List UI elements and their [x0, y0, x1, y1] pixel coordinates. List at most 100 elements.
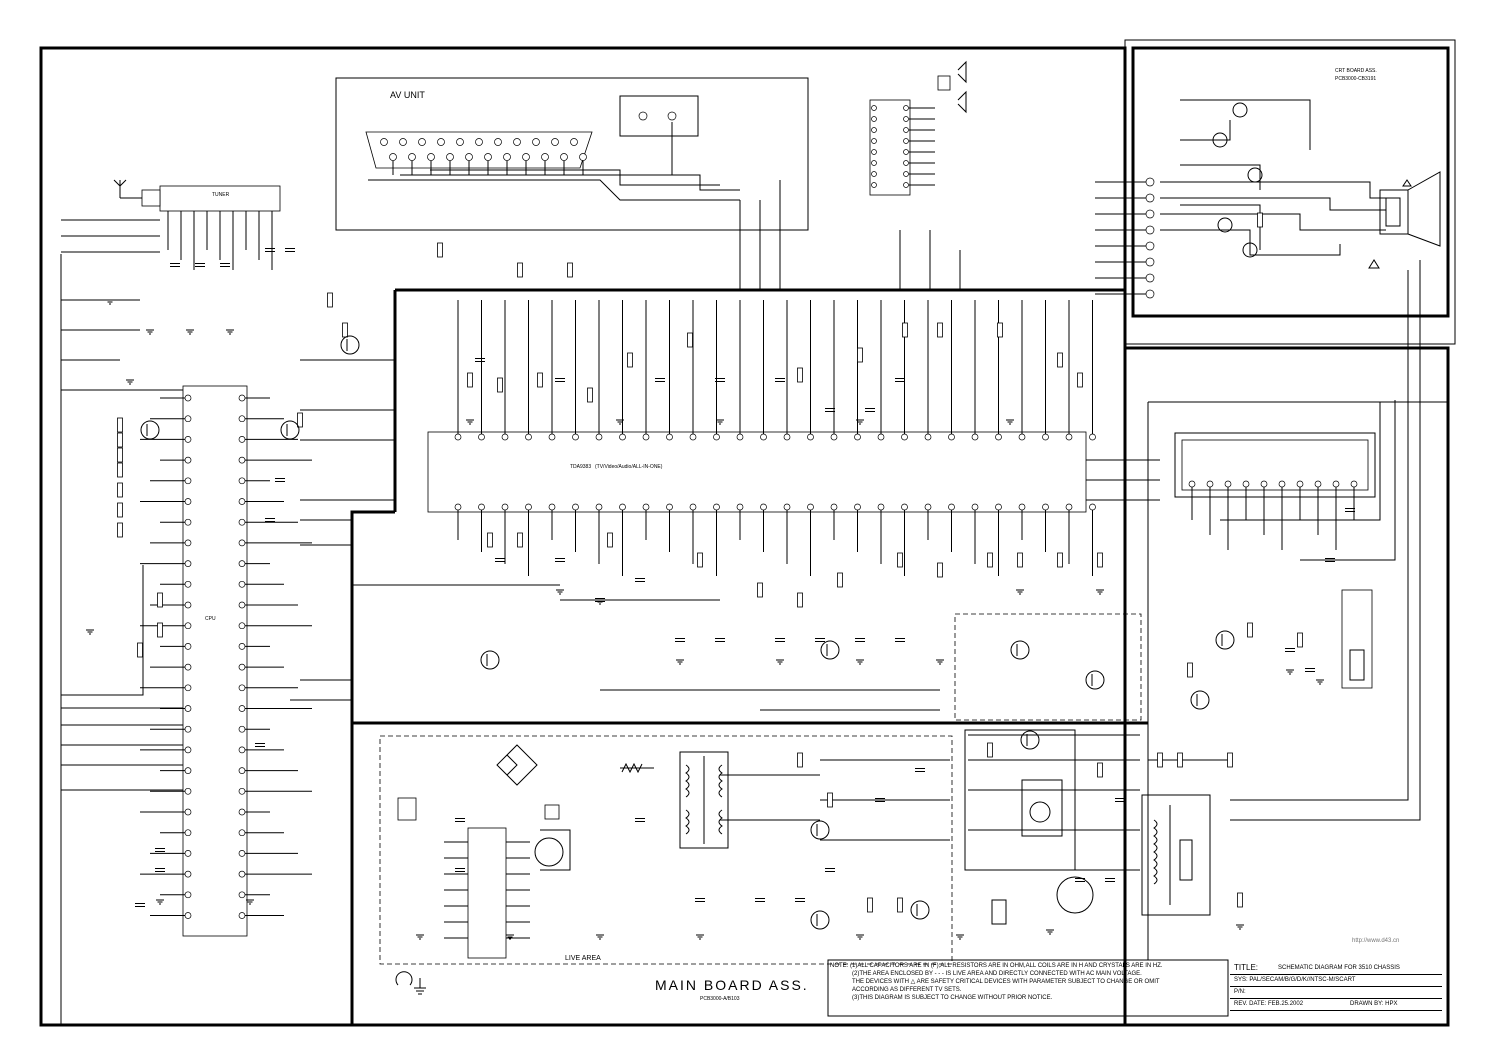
ic-pin: [1089, 503, 1096, 511]
scart-pin: [446, 153, 454, 161]
ic-pin: [1018, 503, 1026, 511]
scart-pin: [427, 153, 435, 161]
ic-pin: [454, 503, 462, 511]
mcu-pin: [238, 746, 246, 754]
mcu-pin: [184, 456, 192, 464]
resistor: [1097, 552, 1103, 568]
main-board-title: MAIN BOARD ASS.: [655, 977, 809, 993]
mcu-pin: [238, 560, 246, 567]
resistor: [497, 377, 503, 393]
ic-pin: [619, 503, 626, 511]
ic-pin: [877, 503, 885, 511]
mcu-pin: [238, 580, 246, 588]
resistor: [627, 352, 633, 368]
resistor: [937, 322, 943, 338]
mcu-pin: [184, 684, 192, 692]
transistors: [140, 335, 1235, 930]
ic-pin: [642, 433, 650, 441]
crt-board-code: PCB3000-CB3191: [1335, 76, 1376, 82]
module-pin: [1260, 480, 1268, 488]
ic-pin: [642, 503, 650, 511]
signal-wire: [1230, 270, 1409, 801]
note-line-2: (2)THE AREA ENCLOSED BY - - - IS LIVE AR…: [852, 971, 1142, 977]
resistor: [1057, 552, 1063, 568]
resistor: [1257, 212, 1263, 228]
mcu-pin: [184, 829, 192, 837]
ic-pin: [1089, 433, 1096, 441]
crt-connector-pin: [1145, 225, 1155, 235]
mcu-ic: CPU: [140, 385, 312, 937]
ic-pin: [783, 503, 791, 511]
module-pin: [1224, 480, 1232, 488]
crt-connector-pin: [1145, 257, 1155, 267]
resistor: [897, 897, 903, 913]
scart-pin: [484, 153, 492, 161]
transistor: [280, 420, 300, 440]
antenna-icon: [113, 179, 142, 199]
ic-pin: [525, 503, 532, 511]
scart-pin: [465, 153, 473, 161]
resistor: [857, 347, 863, 363]
resistor: [467, 372, 473, 388]
vertical-section-box: [954, 613, 1142, 721]
notes-frame: [827, 959, 1229, 1017]
resistor: [1227, 752, 1233, 768]
resistor: [137, 642, 143, 658]
transistor: [810, 910, 830, 930]
mcu-pin: [238, 601, 246, 609]
sys-label: SYS: PAL/SECAM/B/G/D/K//NTSC-M/SCART: [1234, 977, 1356, 983]
scart-pin: [389, 153, 397, 161]
transistor: [480, 650, 500, 670]
mcu-pin: [184, 767, 192, 774]
mcu-pin: [238, 477, 246, 485]
sys-row: SYS: PAL/SECAM/B/G/D/K//NTSC-M/SCART: [1230, 974, 1442, 987]
ic-pin: [713, 503, 720, 511]
ic-pin: [736, 433, 744, 441]
audio-pin: [903, 160, 909, 166]
resistor: [1017, 552, 1023, 568]
module-pin: [1188, 480, 1196, 488]
mcu-pin: [238, 498, 246, 505]
scart-pin: [570, 138, 578, 146]
transistor: [910, 900, 930, 920]
mcu-pin: [184, 870, 192, 878]
resistor: [797, 592, 803, 608]
resistor: [437, 242, 443, 258]
resistor: [117, 482, 123, 498]
title-label: TITLE:: [1234, 963, 1259, 972]
audio-pin: [871, 171, 877, 177]
audio-pin: [903, 105, 909, 111]
module-pin: [1242, 480, 1250, 488]
audio-pin: [871, 182, 877, 188]
ic-pin: [854, 503, 861, 511]
mcu-pin: [184, 601, 192, 609]
mcu-pin: [184, 912, 192, 919]
ic-pin: [525, 433, 532, 441]
mcu-pin: [184, 560, 192, 567]
resistor: [902, 322, 908, 338]
transistor: [1020, 730, 1040, 750]
bridge-rectifier-icon: [496, 744, 538, 786]
mcu-pin: [184, 808, 192, 816]
scart-pin: [380, 138, 388, 146]
ic-pin: [830, 433, 838, 441]
crt-connector-pin: [1145, 273, 1155, 283]
module-pin: [1206, 480, 1214, 488]
ic-pin: [666, 433, 673, 441]
ic-pin: [1018, 433, 1026, 441]
mcu-pin: [184, 663, 192, 671]
audio-pin: [903, 116, 909, 122]
crt-board-title: CRT BOARD ASS.: [1335, 68, 1377, 74]
note-line-4: ACCORDING AS DIFFERENT TV SETS.: [852, 987, 962, 993]
ic-pin: [924, 503, 932, 511]
mcu-pin: [184, 394, 192, 402]
crt-connector-pin: [1145, 241, 1155, 251]
transistor: [1215, 630, 1235, 650]
resistor: [607, 532, 613, 548]
mcu-pin: [238, 705, 246, 712]
crt-connector-pin: [1145, 209, 1155, 219]
mcu-pin: [238, 912, 246, 919]
board-outline: [60, 254, 1448, 1025]
scart-pin: [551, 138, 559, 146]
mcu-pin: [184, 539, 192, 547]
